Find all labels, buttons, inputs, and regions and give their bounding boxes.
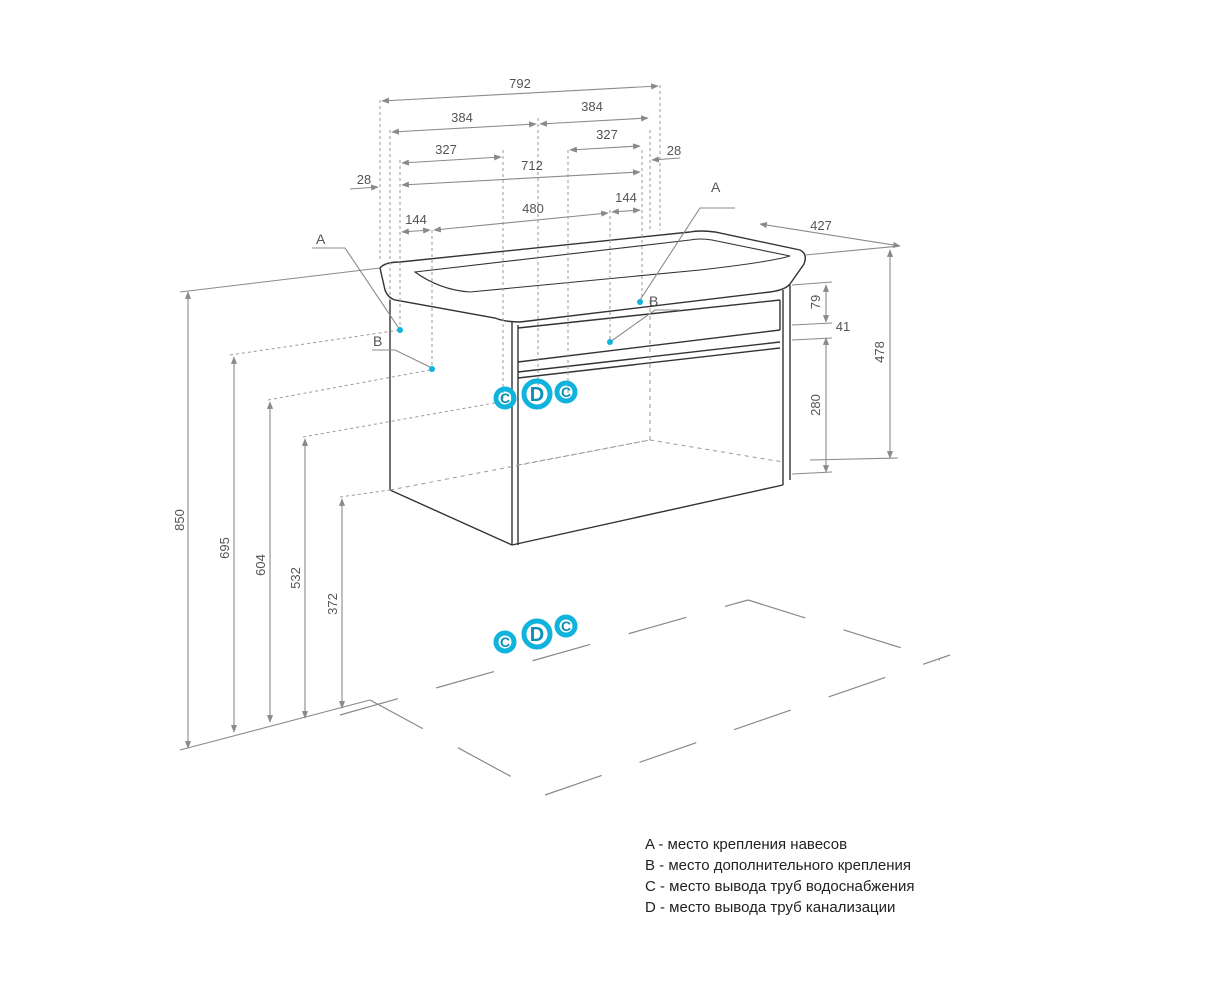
dim-depth: 427 (810, 218, 832, 233)
dim-hanger-offset-left: 144 (405, 212, 427, 227)
wall-pipe-letters: C D C (500, 384, 571, 406)
guide-lines (229, 85, 661, 498)
legend-item-d: D - место вывода труб канализации (645, 899, 896, 916)
hidden-edges (389, 300, 784, 491)
dim-half-width-left: 384 (451, 110, 473, 125)
dim-hanger-offset-right: 144 (615, 190, 637, 205)
wall-pipe-badges (493, 378, 578, 410)
floor-pipe-badges (493, 614, 578, 654)
dim-cabinet-bottom-height: 372 (325, 593, 340, 615)
callout-b-right: B (649, 293, 658, 309)
mount-point-b-left (429, 366, 435, 372)
legend-item-a: A - место крепления навесов (645, 836, 848, 853)
mount-point-a-right (637, 299, 643, 305)
callout-a-right: A (711, 179, 721, 195)
basin-bowl (413, 238, 791, 293)
dimension-labels: 792 384 384 327 327 712 28 28 144 480 14… (172, 76, 887, 615)
wall-badge-c-left: C (500, 390, 510, 406)
upper-panel-bottom (517, 329, 781, 363)
dim-offset-left: 327 (435, 142, 457, 157)
mount-points (397, 299, 643, 372)
dim-top-gap: 79 (808, 295, 823, 309)
wall-badge-d: D (530, 384, 544, 406)
legend-item-c: C - место вывода труб водоснабжения (645, 878, 915, 895)
cabinet-bottom-left (389, 489, 513, 546)
cabinet-bottom-front (511, 484, 784, 546)
dim-drawer-gap: 41 (836, 319, 850, 334)
drawer-top (517, 341, 781, 373)
dim-extra-mount-height: 604 (253, 554, 268, 576)
callout-labels: A B A B (316, 179, 721, 349)
basin-rim (379, 230, 807, 323)
floor-pipe-letters: C D C (500, 618, 571, 650)
floor-badge-c-left: C (500, 634, 510, 650)
dimension-lines (179, 83, 901, 751)
dim-inner-width: 712 (521, 158, 543, 173)
dim-edge-left: 28 (357, 172, 371, 187)
dim-edge-right: 28 (667, 143, 681, 158)
dim-overall-width: 792 (509, 76, 531, 91)
drawer-top-inner (517, 347, 781, 379)
floor-outline (339, 599, 951, 796)
dim-water-outlet-height: 532 (288, 567, 303, 589)
floor-badge-d: D (530, 624, 544, 646)
dim-total-height: 850 (172, 509, 187, 531)
dim-cabinet-height: 478 (872, 341, 887, 363)
vanity-outline (379, 230, 807, 546)
dim-hanger-spacing: 480 (522, 201, 544, 216)
callout-a-left: A (316, 231, 326, 247)
callout-leaders (312, 207, 735, 369)
wall-badge-c-right: C (561, 384, 571, 400)
dim-half-width-right: 384 (581, 99, 603, 114)
legend-item-b: B - место дополнительного крепления (645, 857, 911, 874)
callout-b-left: B (373, 333, 382, 349)
mount-point-a-left (397, 327, 403, 333)
dim-offset-right: 327 (596, 127, 618, 142)
floor-badge-c-right: C (561, 618, 571, 634)
mount-point-b-right (607, 339, 613, 345)
dim-hanger-height: 695 (217, 537, 232, 559)
dim-drawer-height: 280 (808, 394, 823, 416)
legend: A - место крепления навесов B - место до… (645, 834, 914, 918)
